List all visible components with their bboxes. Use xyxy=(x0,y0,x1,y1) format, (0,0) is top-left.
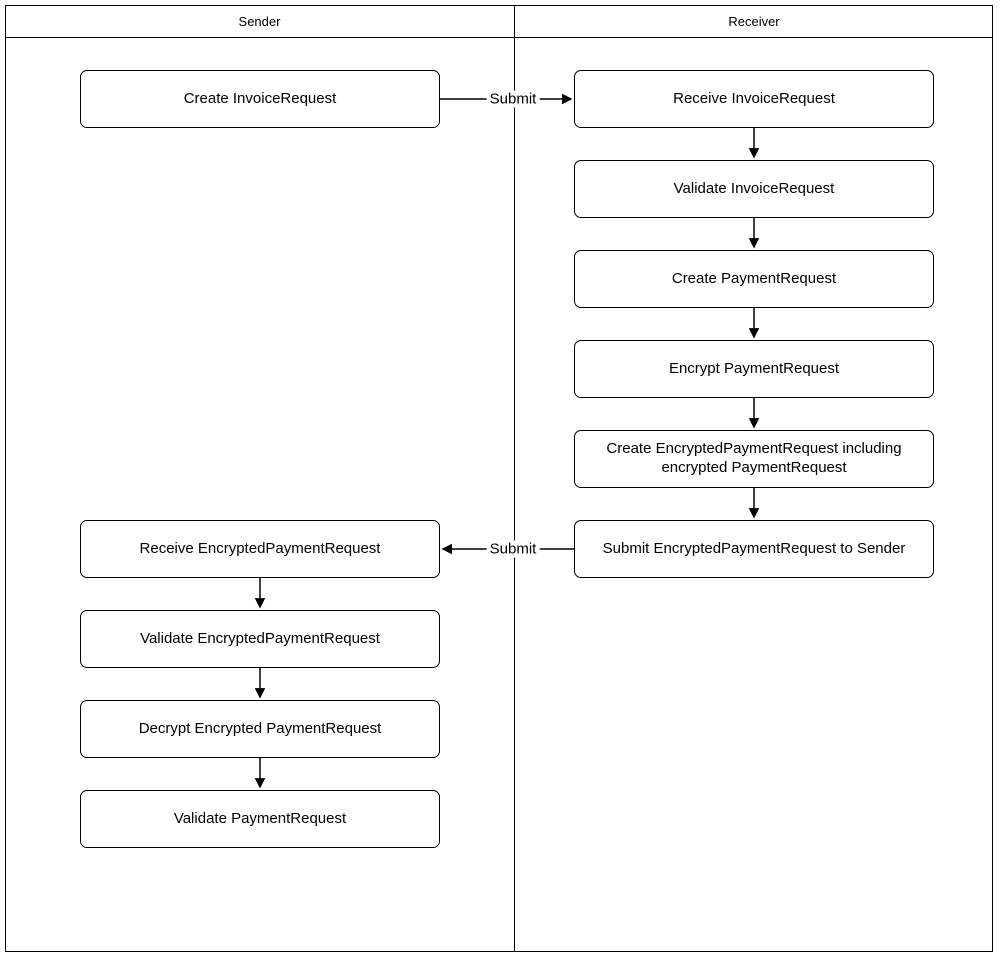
node-encrypt-payment-request: Encrypt PaymentRequest xyxy=(574,340,934,398)
edge-label-submit-bottom: Submit xyxy=(486,540,540,558)
lane-title-receiver: Receiver xyxy=(728,14,780,29)
node-validate-payment-request: Validate PaymentRequest xyxy=(80,790,440,848)
lane-title-sender: Sender xyxy=(238,14,281,29)
node-create-payment-request: Create PaymentRequest xyxy=(574,250,934,308)
lane-header-row xyxy=(5,5,993,38)
node-validate-invoice-request: Validate InvoiceRequest xyxy=(574,160,934,218)
node-validate-encrypted-payment-request: Validate EncryptedPaymentRequest xyxy=(80,610,440,668)
edge-label-submit-top: Submit xyxy=(486,90,540,108)
node-decrypt-encrypted-payment-request: Decrypt Encrypted PaymentRequest xyxy=(80,700,440,758)
node-receive-invoice-request: Receive InvoiceRequest xyxy=(574,70,934,128)
node-create-invoice-request: Create InvoiceRequest xyxy=(80,70,440,128)
lane-divider xyxy=(513,5,515,952)
node-create-encrypted-payment-request: Create EncryptedPaymentRequest including… xyxy=(574,430,934,488)
diagram-frame xyxy=(5,5,993,952)
node-receive-encrypted-payment-request: Receive EncryptedPaymentRequest xyxy=(80,520,440,578)
node-submit-encrypted-payment-request: Submit EncryptedPaymentRequest to Sender xyxy=(574,520,934,578)
